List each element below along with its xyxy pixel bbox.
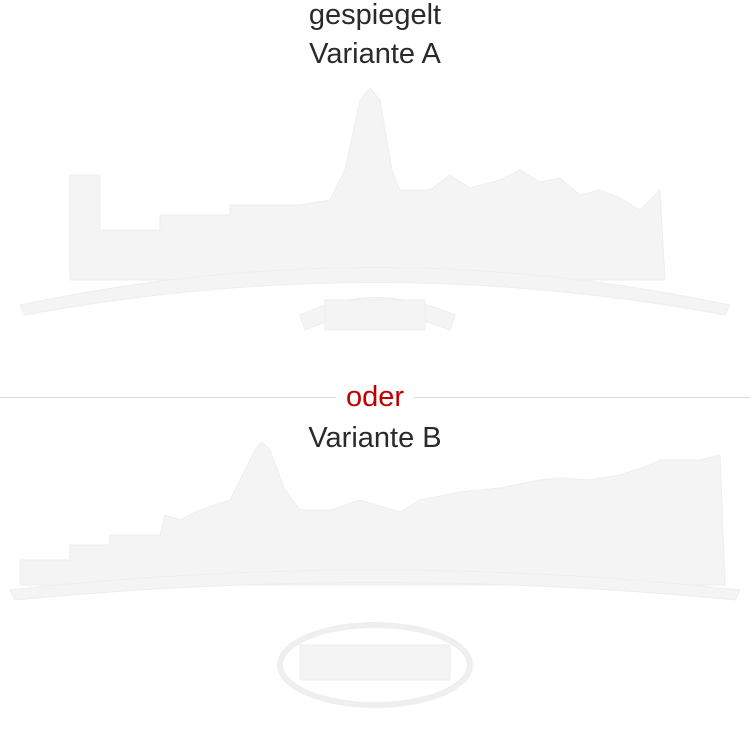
city-skyline-logo-icon: [9, 441, 741, 708]
mirrored-label: gespiegelt: [308, 0, 442, 31]
variant-b-label: Variante B: [308, 422, 442, 454]
city-skyline-logo-icon: [19, 87, 731, 331]
variant-a-label: Variante A: [309, 38, 441, 70]
or-label: oder: [345, 381, 405, 413]
